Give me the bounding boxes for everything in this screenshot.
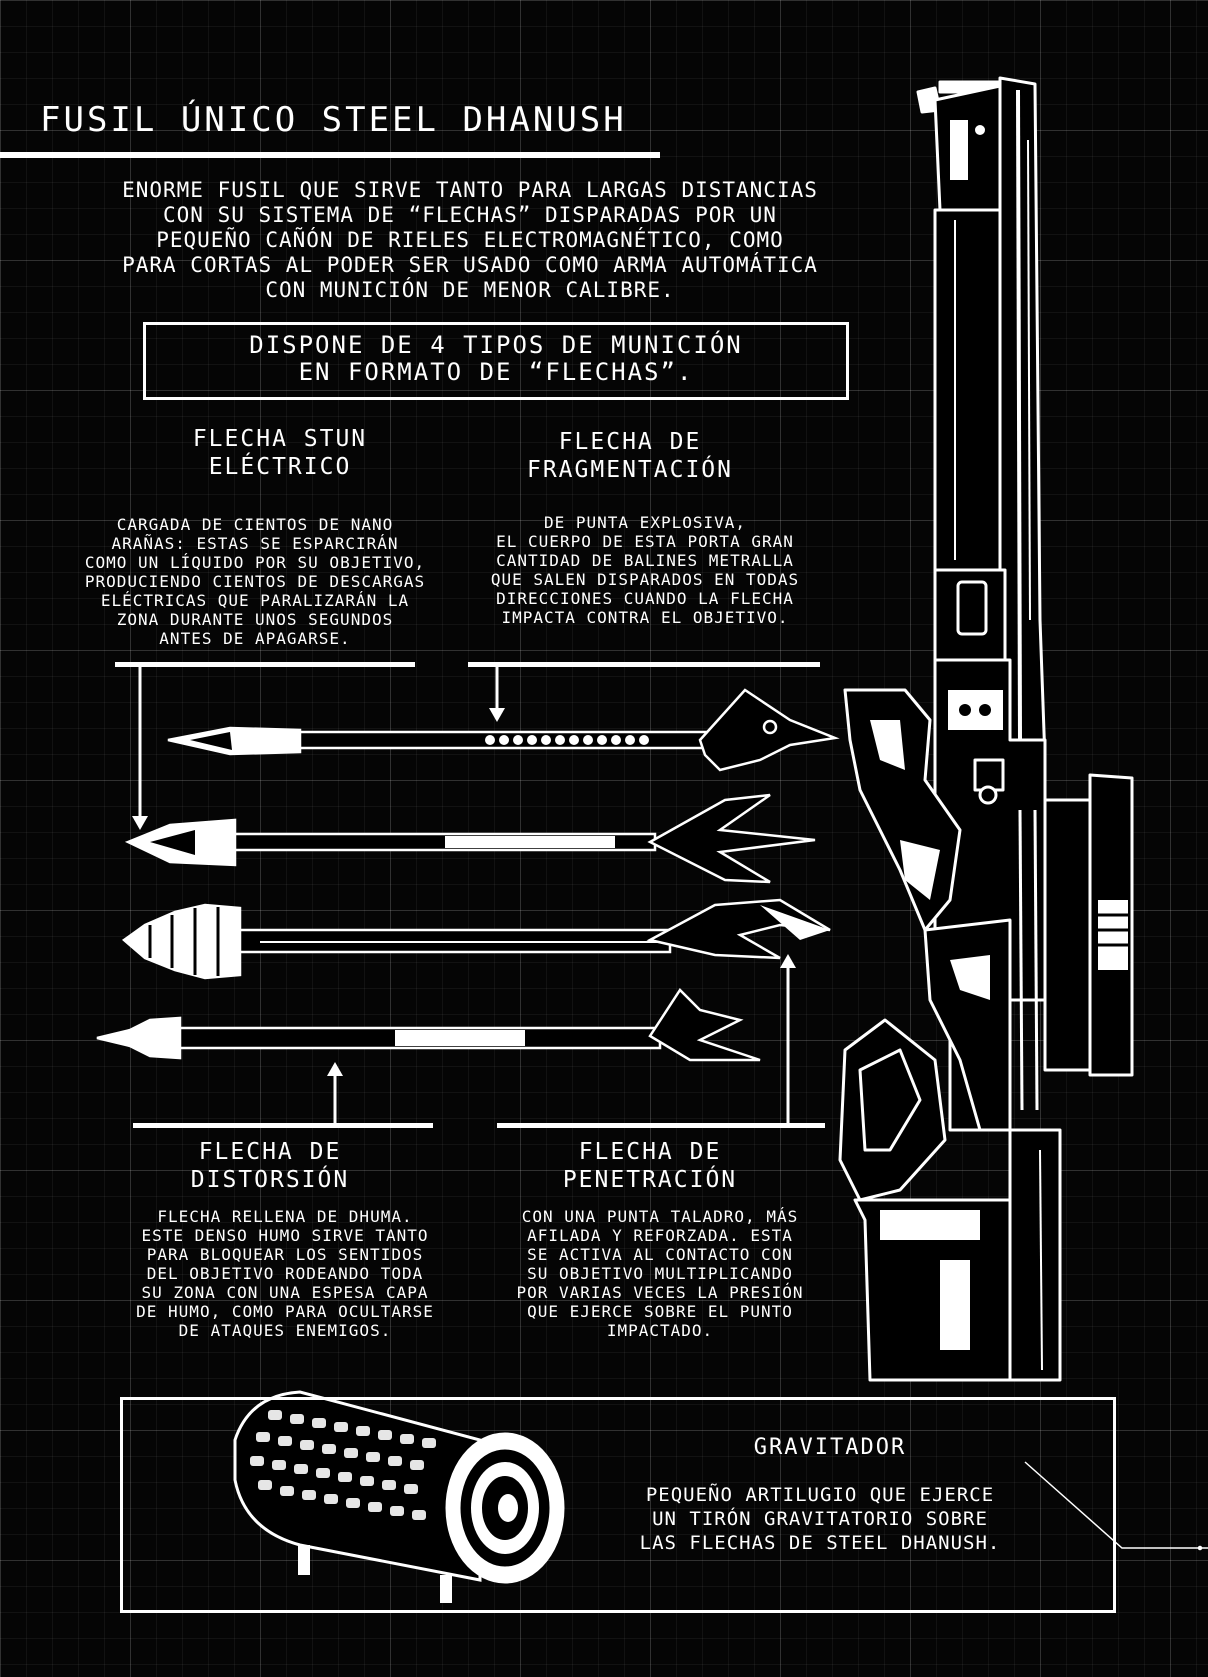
arrow-penetration-title: FLECHA DE PENETRACIÓN <box>562 1139 738 1193</box>
intro-description: ENORME FUSIL QUE SIRVE TANTO PARA LARGAS… <box>122 178 818 302</box>
arrow-distortion-illustration <box>96 988 761 1062</box>
leader-lines <box>115 662 825 1128</box>
arrow-fragmentation-description: DE PUNTA EXPLOSIVA, EL CUERPO DE ESTA PO… <box>490 513 800 627</box>
ammo-note-box <box>143 322 849 400</box>
arrow-fragmentation-title: FLECHA DE FRAGMENTACIÓN <box>526 429 733 483</box>
rifle-illustration <box>838 76 1134 1382</box>
arrow-stun-description: CARGADA DE CIENTOS DE NANO ARAÑAS: ESTAS… <box>84 515 426 648</box>
gravitator-illustration <box>233 1390 565 1603</box>
arrow-penetration-illustration <box>121 898 831 980</box>
arrow-fragmentation-illustration <box>124 793 816 884</box>
gravitator-pointer <box>1024 1461 1208 1551</box>
ammo-note: DISPONE DE 4 TIPOS DE MUNICIÓN EN FORMAT… <box>249 331 743 386</box>
arrow-penetration-description: CON UNA PUNTA TALADRO, MÁS AFILADA Y REF… <box>516 1207 804 1340</box>
arrow-stun-illustration <box>167 688 840 772</box>
arrow-stun-title: FLECHA STUN ELÉCTRICO <box>192 426 368 480</box>
title-underline <box>0 152 660 158</box>
arrow-distortion-description: FLECHA RELLENA DE DHUMA. ESTE DENSO HUMO… <box>136 1207 434 1340</box>
arrow-distortion-title: FLECHA DE DISTORSIÓN <box>190 1139 350 1193</box>
page-title: FUSIL ÚNICO STEEL DHANUSH <box>40 100 627 140</box>
gravitator-description: PEQUEÑO ARTILUGIO QUE EJERCE UN TIRÓN GR… <box>639 1484 1001 1554</box>
gravitator-box <box>120 1397 1116 1613</box>
gravitator-title: GRAVITADOR <box>753 1435 907 1460</box>
